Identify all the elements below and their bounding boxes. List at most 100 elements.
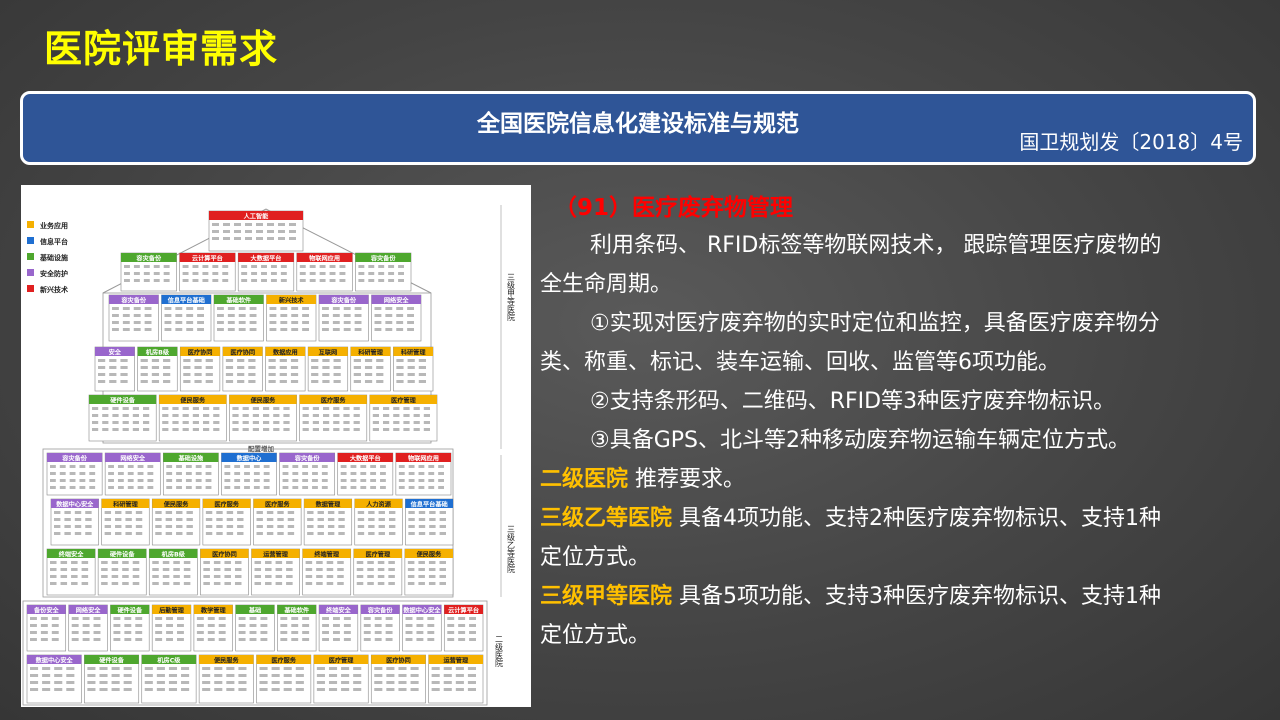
module-text-line [327, 532, 335, 535]
module-text-line [278, 237, 285, 240]
module-text-line [377, 575, 385, 578]
module-text-line [214, 667, 223, 670]
module-text-line [398, 472, 405, 475]
module-text-line [393, 414, 400, 417]
module-text-line [54, 667, 63, 670]
module-header [109, 295, 159, 304]
intro-line: 全生命周期。 [540, 272, 673, 297]
module-label: 科研管理 [401, 348, 427, 356]
module-text-line [123, 674, 132, 677]
module-text-line [289, 237, 296, 240]
module-text-line [286, 575, 293, 578]
module-text-line [316, 575, 323, 578]
module-text-line [295, 688, 304, 691]
module-text-line [311, 366, 319, 369]
module-text-line [102, 414, 109, 417]
module-text-line [155, 631, 163, 634]
module-text-line [388, 575, 395, 578]
module-text-line [353, 359, 361, 362]
module-text-line [79, 486, 86, 489]
module-header [27, 605, 66, 614]
module-text-line [98, 380, 106, 383]
module-text-line [299, 272, 306, 275]
module-text-line [455, 681, 464, 684]
module-text-line [438, 465, 444, 468]
module-text-line [327, 511, 335, 514]
module-text-line [177, 617, 184, 620]
module-text-line [328, 688, 338, 691]
module-text-line [42, 681, 51, 684]
module-text-line [177, 631, 184, 634]
module-text-line [386, 681, 395, 684]
module-text-line [326, 575, 334, 578]
module-label: 网络安全 [76, 606, 102, 614]
module-text-line [111, 575, 119, 578]
module-text-line [87, 674, 96, 677]
tier-label: 三级乙等医院 [507, 525, 516, 574]
module-text-line [268, 359, 276, 362]
module-text-line [203, 421, 210, 424]
module-text-line [343, 617, 351, 620]
module-text-line [374, 688, 383, 691]
module-text-line [176, 525, 183, 528]
module-text-line [305, 575, 313, 578]
module-text-line [182, 272, 189, 275]
module-text-line [222, 279, 229, 282]
module-text-line [144, 321, 152, 324]
module-label: 医疗管理 [391, 396, 417, 404]
module-text-line [217, 314, 224, 317]
module-text-line [267, 230, 274, 233]
module-text-line [226, 674, 235, 677]
module-text-line [202, 272, 209, 275]
module-text-line [418, 561, 425, 564]
module-text-line [429, 511, 436, 514]
module-text-line [322, 617, 329, 620]
module-text-line [312, 407, 319, 410]
module-text-line [216, 511, 223, 514]
module-text-line [82, 638, 90, 641]
module-text-line [226, 511, 234, 514]
module-text-line [458, 631, 466, 634]
module-text-line [407, 568, 415, 571]
module-text-line [316, 674, 325, 677]
module-text-line [101, 561, 108, 564]
module-text-line [302, 465, 309, 468]
module-label: 容灾备份 [294, 454, 321, 462]
module-text-line [256, 532, 263, 535]
module-label: 信息平台基础 [411, 500, 448, 508]
module-text-line [30, 688, 39, 691]
module-text-line [144, 667, 153, 670]
module-text-line [213, 575, 221, 578]
module-text-line [81, 575, 89, 578]
module-label: 容灾备份 [61, 454, 88, 462]
module-text-line [260, 631, 268, 634]
module-text-line [252, 428, 259, 431]
module-text-line [203, 582, 210, 585]
module-text-line [282, 479, 289, 482]
module-text-line [82, 624, 90, 627]
module-text-line [353, 688, 362, 691]
module-text-line [263, 428, 270, 431]
module-text-line [104, 525, 112, 528]
module-text-line [256, 223, 263, 226]
module-text-line [374, 631, 382, 634]
module-text-line [290, 366, 299, 369]
module-text-line [93, 624, 101, 627]
module-text-line [234, 479, 241, 482]
module-text-line [254, 568, 262, 571]
module-text-line [251, 272, 258, 275]
module-text-line [332, 307, 340, 310]
module-text-line [279, 359, 287, 362]
module-header [360, 605, 400, 614]
module-text-line [271, 667, 280, 670]
module-text-line [205, 479, 212, 482]
module-text-line [291, 631, 299, 634]
module-text-line [302, 486, 309, 489]
module-text-line [172, 407, 179, 410]
legend-label: 新兴技术 [40, 285, 68, 294]
module-text-line [263, 486, 270, 489]
module-text-line [292, 479, 299, 482]
module-text-line [408, 525, 415, 528]
module-text-line [202, 681, 211, 684]
module-text-line [166, 472, 173, 475]
